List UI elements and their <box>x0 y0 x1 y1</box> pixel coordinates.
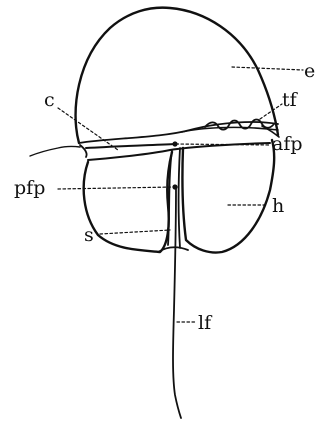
leader-afp <box>175 143 271 146</box>
membrane-tail-right <box>261 125 280 138</box>
label-s: s <box>84 224 94 246</box>
transverse-membrane-lower <box>181 126 279 133</box>
sulcus-left-edge <box>167 149 173 246</box>
label-h: h <box>272 195 284 217</box>
leader-s <box>99 229 171 235</box>
posterior-flagellar-pore-dot <box>172 184 178 190</box>
sulcus-bottom <box>157 246 189 253</box>
leader-c <box>57 107 119 151</box>
label-tf: tf <box>282 89 299 111</box>
upper-dome-outline <box>74 6 280 145</box>
label-c: c <box>44 89 55 111</box>
leader-pfp <box>57 186 175 190</box>
transverse-membrane <box>78 121 279 144</box>
label-afp: afp <box>272 133 303 155</box>
anterior-flagellar-pore-dot <box>172 141 178 147</box>
label-lf: lf <box>198 312 213 334</box>
label-pfp: pfp <box>14 177 45 199</box>
left-strand <box>29 145 81 157</box>
leader-tf <box>259 103 283 120</box>
girdle-upper <box>85 143 176 149</box>
sulcus-right-edge <box>177 147 181 249</box>
label-e: e <box>304 60 315 82</box>
hypocone-left-lobe <box>82 150 174 254</box>
leader-e <box>231 66 304 71</box>
hypocone-right-lobe <box>181 138 276 254</box>
transverse-flagellum-wave <box>204 118 275 131</box>
longitudinal-flagellum <box>172 187 182 419</box>
left-rim-curl <box>79 144 88 158</box>
